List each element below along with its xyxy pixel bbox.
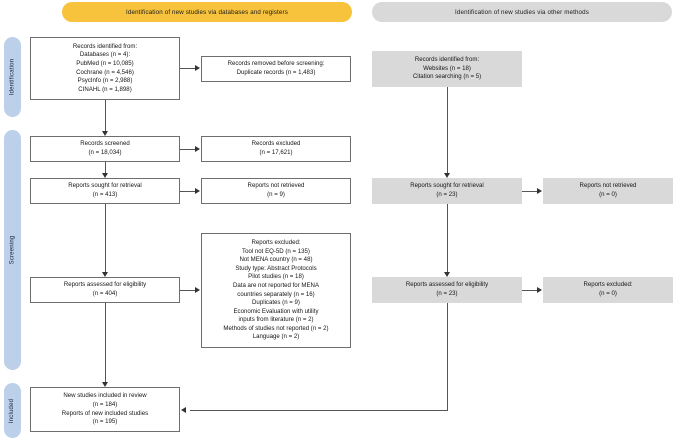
banner-other-label: Identification of new studies via other … (455, 8, 589, 16)
banner-other-methods: Identification of new studies via other … (372, 2, 672, 22)
reports-excluded-line12: Language (n = 2) (252, 333, 300, 341)
arrow-assessed-to-included (102, 382, 108, 387)
connector-sought-right-to-not-retrieved (522, 191, 537, 192)
connector-other-identified-to-sought (447, 87, 448, 173)
reports-sought-right-line1: Reports sought for retrieval (410, 182, 484, 190)
included-line3: Reports of new included studies (61, 409, 149, 417)
records-identified-line3: PubMed (n = 10,085) (76, 59, 134, 67)
records-screened-line2: (n = 18,034) (88, 149, 122, 156)
arrow-assessed-right-to-excluded (537, 287, 542, 293)
arrow-screened-to-sought (102, 173, 108, 178)
box-reports-sought-left: Reports sought for retrieval (n = 413) (30, 178, 180, 204)
reports-excluded-right-line1: Reports excluded: (583, 281, 633, 289)
included-line2: (n = 184) (92, 400, 118, 408)
included-line1: New studies included in review (63, 392, 147, 400)
box-records-identified-databases: Records identified from: Databases (n = … (30, 37, 180, 100)
connector-identified-to-screened (105, 100, 106, 131)
box-reports-excluded-right: Reports excluded: (n = 0) (543, 277, 673, 303)
reports-not-retrieved-left-line1: Reports not retrieved (247, 182, 305, 190)
records-screened-line1: Records screened (80, 140, 130, 148)
reports-not-retrieved-right-line2: (n = 0) (599, 191, 617, 198)
stage-rail-screening: Screening (4, 130, 21, 370)
reports-excluded-line7: countries separately (n = 16) (237, 290, 315, 298)
other-identified-line2: Websites (n = 18) (423, 64, 471, 72)
box-reports-assessed-left: Reports assessed for eligibility (n = 40… (30, 277, 180, 303)
box-reports-not-retrieved-right: Reports not retrieved (n = 0) (543, 178, 673, 204)
box-reports-not-retrieved-left: Reports not retrieved (n = 9) (201, 178, 351, 204)
arrow-sought-to-not-retrieved (195, 188, 200, 194)
box-records-screened: Records screened (n = 18,034) (30, 136, 180, 162)
reports-excluded-line1: Reports excluded: (251, 238, 301, 246)
connector-screened-to-sought (105, 162, 106, 173)
reports-not-retrieved-left-line2: (n = 9) (267, 191, 285, 198)
box-reports-excluded-list: Reports excluded: Tool not EQ-5D (n = 13… (201, 233, 351, 348)
box-records-identified-other: Records identified from: Websites (n = 1… (372, 51, 522, 87)
connector-assessed-to-included (105, 303, 106, 382)
stage-rail-identification-label: Identification (9, 58, 16, 96)
arrow-sought-right-to-not-retrieved (537, 188, 542, 194)
box-reports-assessed-right: Reports assessed for eligibility (n = 23… (372, 277, 522, 303)
reports-excluded-line6: Data are not reported for MENA (232, 281, 320, 289)
reports-assessed-right-line1: Reports assessed for eligibility (405, 281, 489, 289)
arrow-sought-right-to-assessed (444, 272, 450, 277)
stage-rail-included: Included (4, 383, 21, 438)
arrow-identified-to-removed (195, 65, 200, 71)
other-identified-line1: Records identified from: (414, 56, 480, 64)
connector-right-to-included-horizontal (190, 410, 448, 411)
box-records-removed-before-screening: Records removed before screening: Duplic… (201, 56, 351, 82)
included-line4: (n = 195) (92, 418, 118, 426)
reports-excluded-line11: Methods of studies not reported (n = 2) (223, 324, 329, 332)
records-identified-line2: Databases (n = 4): (79, 51, 131, 59)
stage-rail-screening-label: Screening (9, 235, 16, 265)
records-excluded-line2: (n = 17,621) (259, 149, 293, 156)
reports-excluded-line9: Economic Evaluation with utility (233, 307, 319, 315)
reports-not-retrieved-right-line1: Reports not retrieved (579, 182, 637, 190)
arrow-screened-to-excluded (195, 146, 200, 152)
arrow-sought-to-assessed (102, 272, 108, 277)
reports-excluded-line8: Duplicates (n = 9) (252, 299, 300, 307)
records-removed-line2: Duplicate records (n = 1,483) (236, 69, 316, 76)
connector-screened-to-excluded (180, 149, 195, 150)
reports-excluded-line3: Not MENA country (n = 48) (239, 256, 313, 264)
arrow-assessed-to-excluded-list (195, 287, 200, 293)
records-identified-line5: PsycInfo (n = 2,988) (77, 77, 133, 85)
reports-excluded-line10: inputs from literature (n = 2) (238, 316, 314, 324)
reports-sought-left-line1: Reports sought for retrieval (68, 182, 142, 190)
reports-excluded-line2: Tool not EQ-5D (n = 135) (242, 247, 310, 255)
banner-databases-registers: Identification of new studies via databa… (62, 2, 352, 22)
reports-excluded-line5: Pilot studies (n = 18) (248, 273, 304, 281)
stage-rail-included-label: Included (9, 398, 16, 423)
connector-right-to-included-vertical (447, 303, 448, 410)
connector-sought-right-to-assessed (447, 204, 448, 272)
box-records-excluded: Records excluded (n = 17,621) (201, 136, 351, 162)
arrow-identified-to-screened (102, 131, 108, 136)
box-new-studies-included: New studies included in review (n = 184)… (30, 387, 180, 432)
connector-assessed-to-excluded-list (180, 290, 195, 291)
reports-assessed-left-line1: Reports assessed for eligibility (63, 281, 147, 289)
reports-excluded-right-line2: (n = 0) (599, 290, 617, 297)
arrow-right-to-included (181, 407, 186, 413)
reports-assessed-right-line2: (n = 23) (436, 290, 458, 297)
records-excluded-line1: Records excluded (251, 140, 301, 148)
stage-rail-identification: Identification (4, 37, 21, 117)
records-identified-line4: Cochrane (n = 4,546) (76, 68, 134, 76)
connector-sought-to-assessed (105, 204, 106, 272)
records-identified-line1: Records identified from: (72, 42, 138, 50)
reports-excluded-line4: Study type: Abstract Protocols (235, 264, 317, 272)
connector-identified-to-removed (180, 68, 195, 69)
arrow-other-identified-to-sought (444, 173, 450, 178)
connector-sought-to-not-retrieved (180, 191, 195, 192)
other-identified-line3: Citation searching (n = 5) (412, 73, 482, 81)
records-removed-line1: Records removed before screening: (227, 60, 325, 68)
banner-databases-label: Identification of new studies via databa… (126, 8, 288, 16)
reports-sought-left-line2: (n = 413) (92, 191, 118, 198)
connector-assessed-right-to-excluded (522, 290, 537, 291)
box-reports-sought-right: Reports sought for retrieval (n = 23) (372, 178, 522, 204)
reports-sought-right-line2: (n = 23) (436, 191, 458, 198)
records-identified-line6: CINAHL (n = 1,898) (78, 85, 132, 93)
reports-assessed-left-line2: (n = 404) (92, 290, 118, 297)
